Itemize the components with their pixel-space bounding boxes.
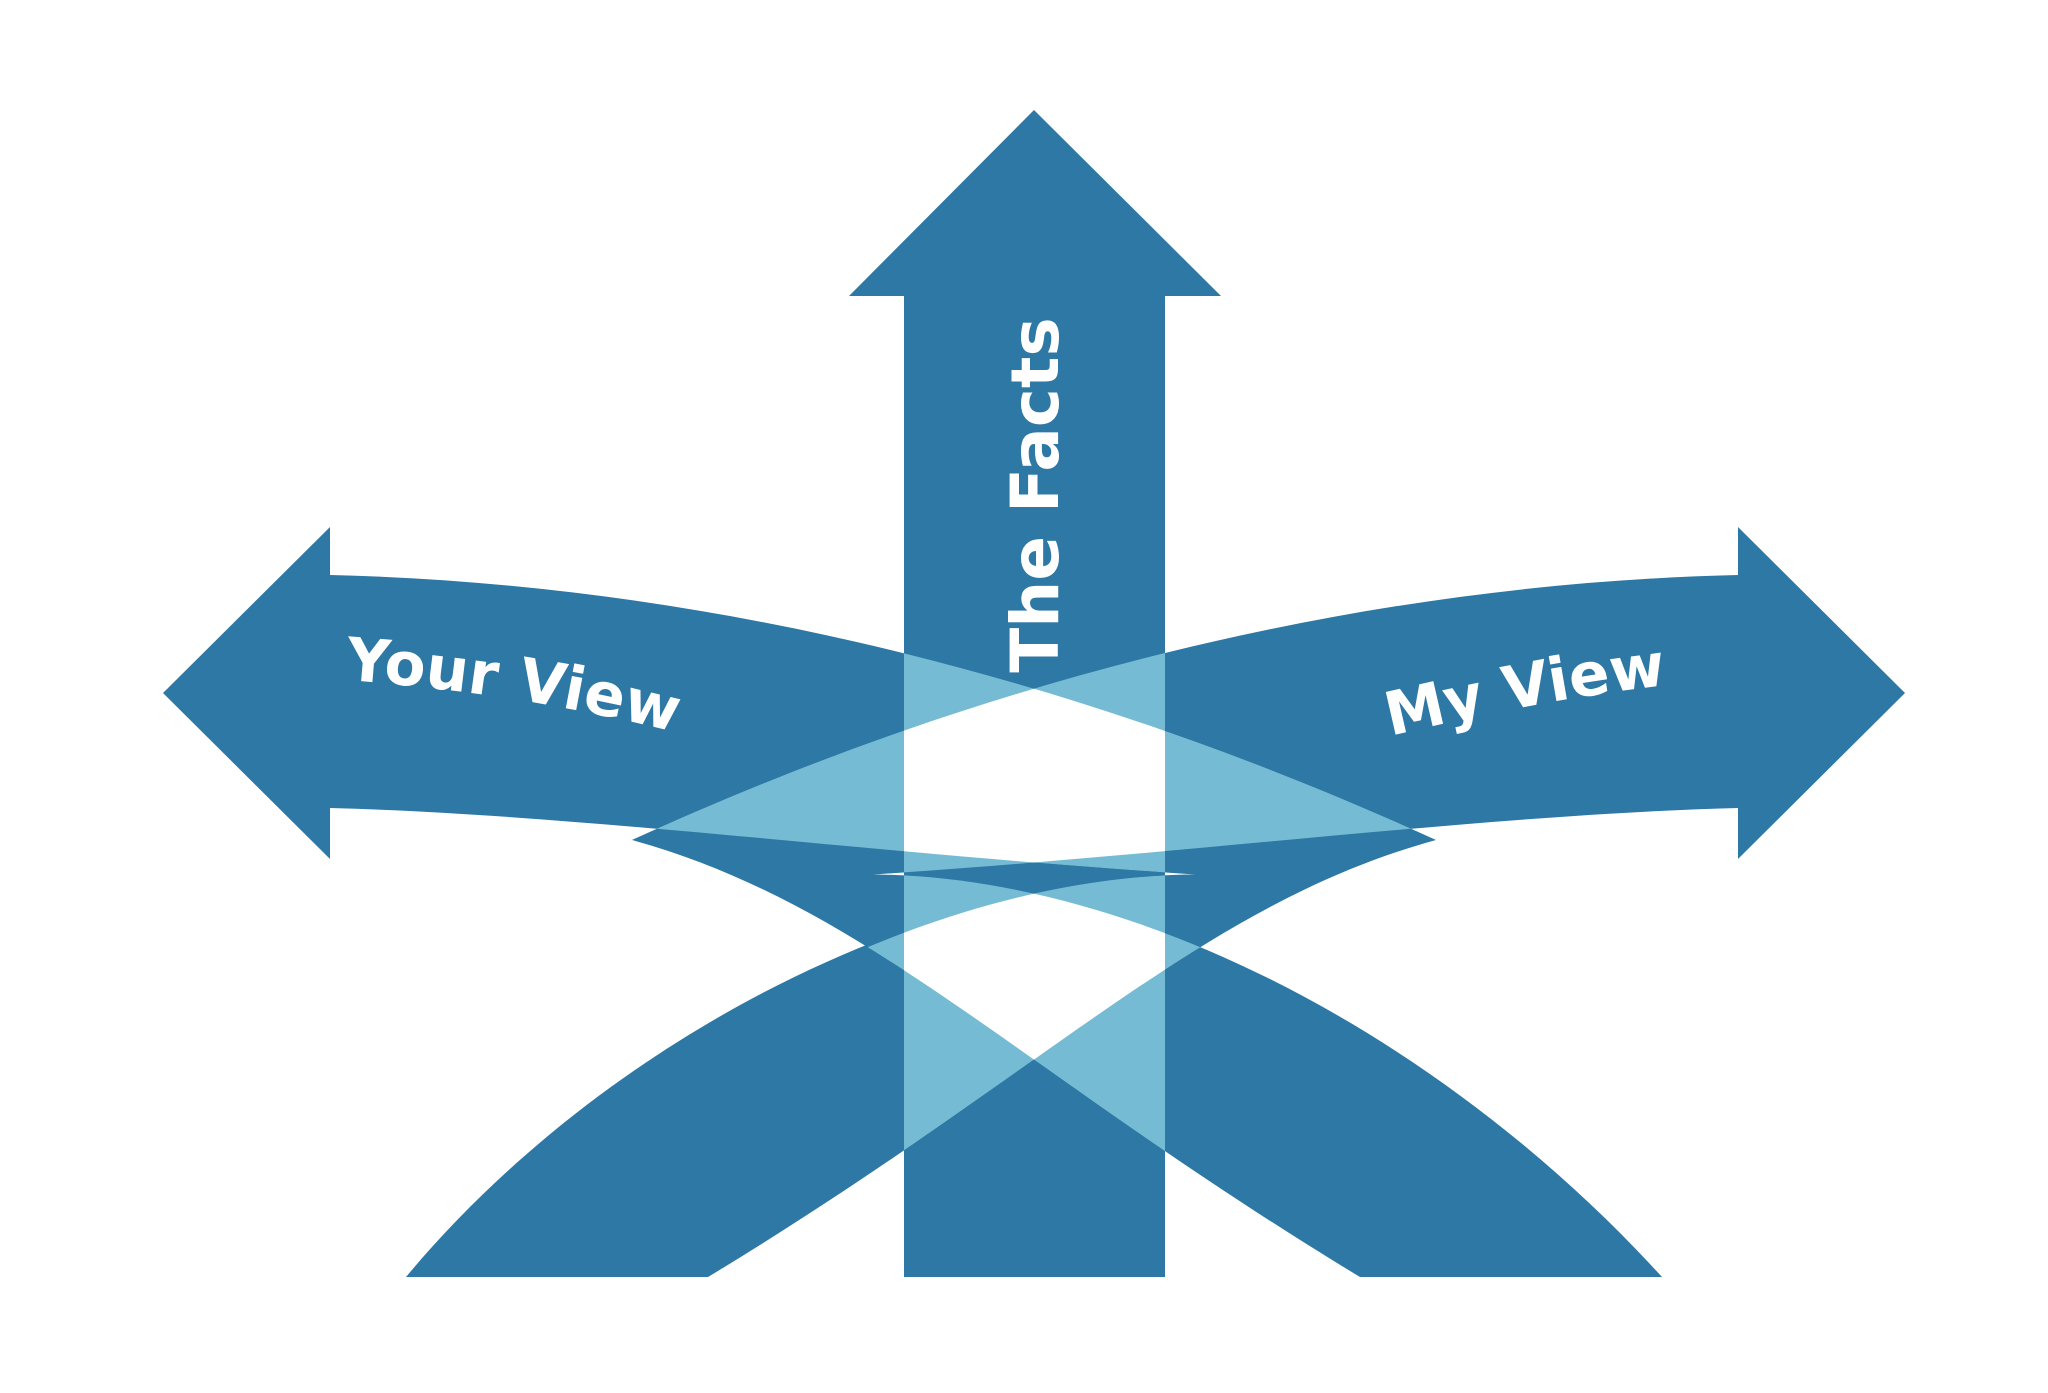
right-arrowhead xyxy=(1738,527,1905,859)
center-overlap xyxy=(904,575,1165,1277)
up-arrowhead xyxy=(849,110,1221,296)
label-the-facts: The Facts xyxy=(997,317,1074,672)
left-arrowhead xyxy=(163,527,330,859)
